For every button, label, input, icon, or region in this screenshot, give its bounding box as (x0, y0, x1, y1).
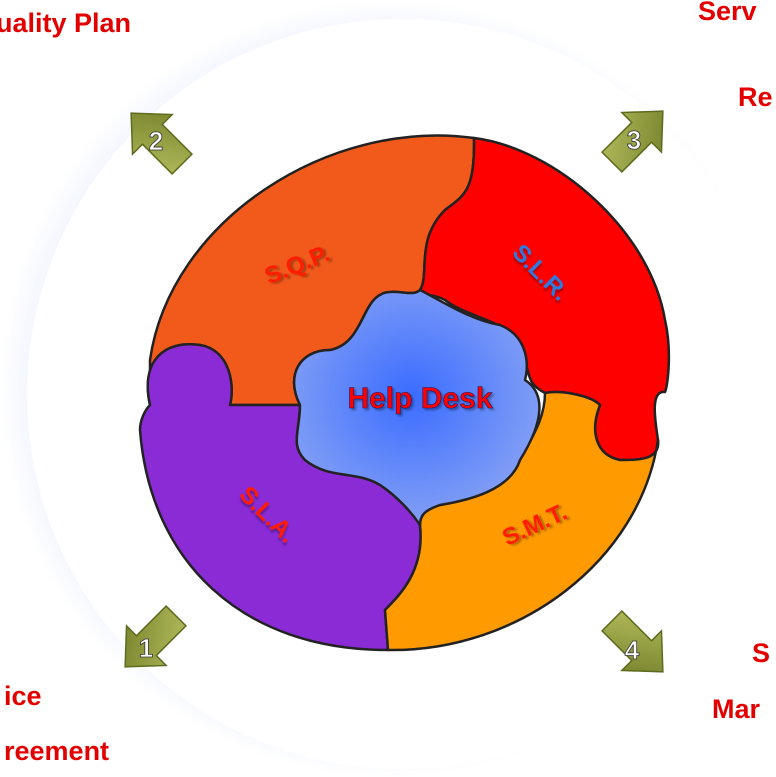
puzzle-piece-center (292, 288, 541, 527)
arrow-3-label: 3 (627, 125, 641, 155)
corner-label-bottom-right-line2: Mar (712, 694, 761, 724)
arrow-2-label: 2 (149, 126, 163, 156)
puzzle-circle (138, 134, 671, 652)
arrow-3 (600, 110, 664, 174)
corner-label-bottom-right-line1: S (752, 638, 770, 668)
corner-label-top-right-line2: Re (738, 82, 773, 112)
arrow-1-label: 1 (139, 633, 153, 663)
arrow-4 (600, 609, 664, 673)
corner-label-bottom-left-line2: reement (4, 736, 109, 766)
arrow-2 (130, 112, 194, 176)
arrow-1 (124, 604, 188, 668)
center-label: Help Desk (347, 382, 492, 415)
corner-label-top-left: uality Plan (0, 8, 131, 38)
arrow-4-label: 4 (625, 635, 640, 665)
corner-label-bottom-left-line1: ice (4, 681, 42, 711)
corner-label-top-right-line1: Serv (698, 0, 757, 26)
